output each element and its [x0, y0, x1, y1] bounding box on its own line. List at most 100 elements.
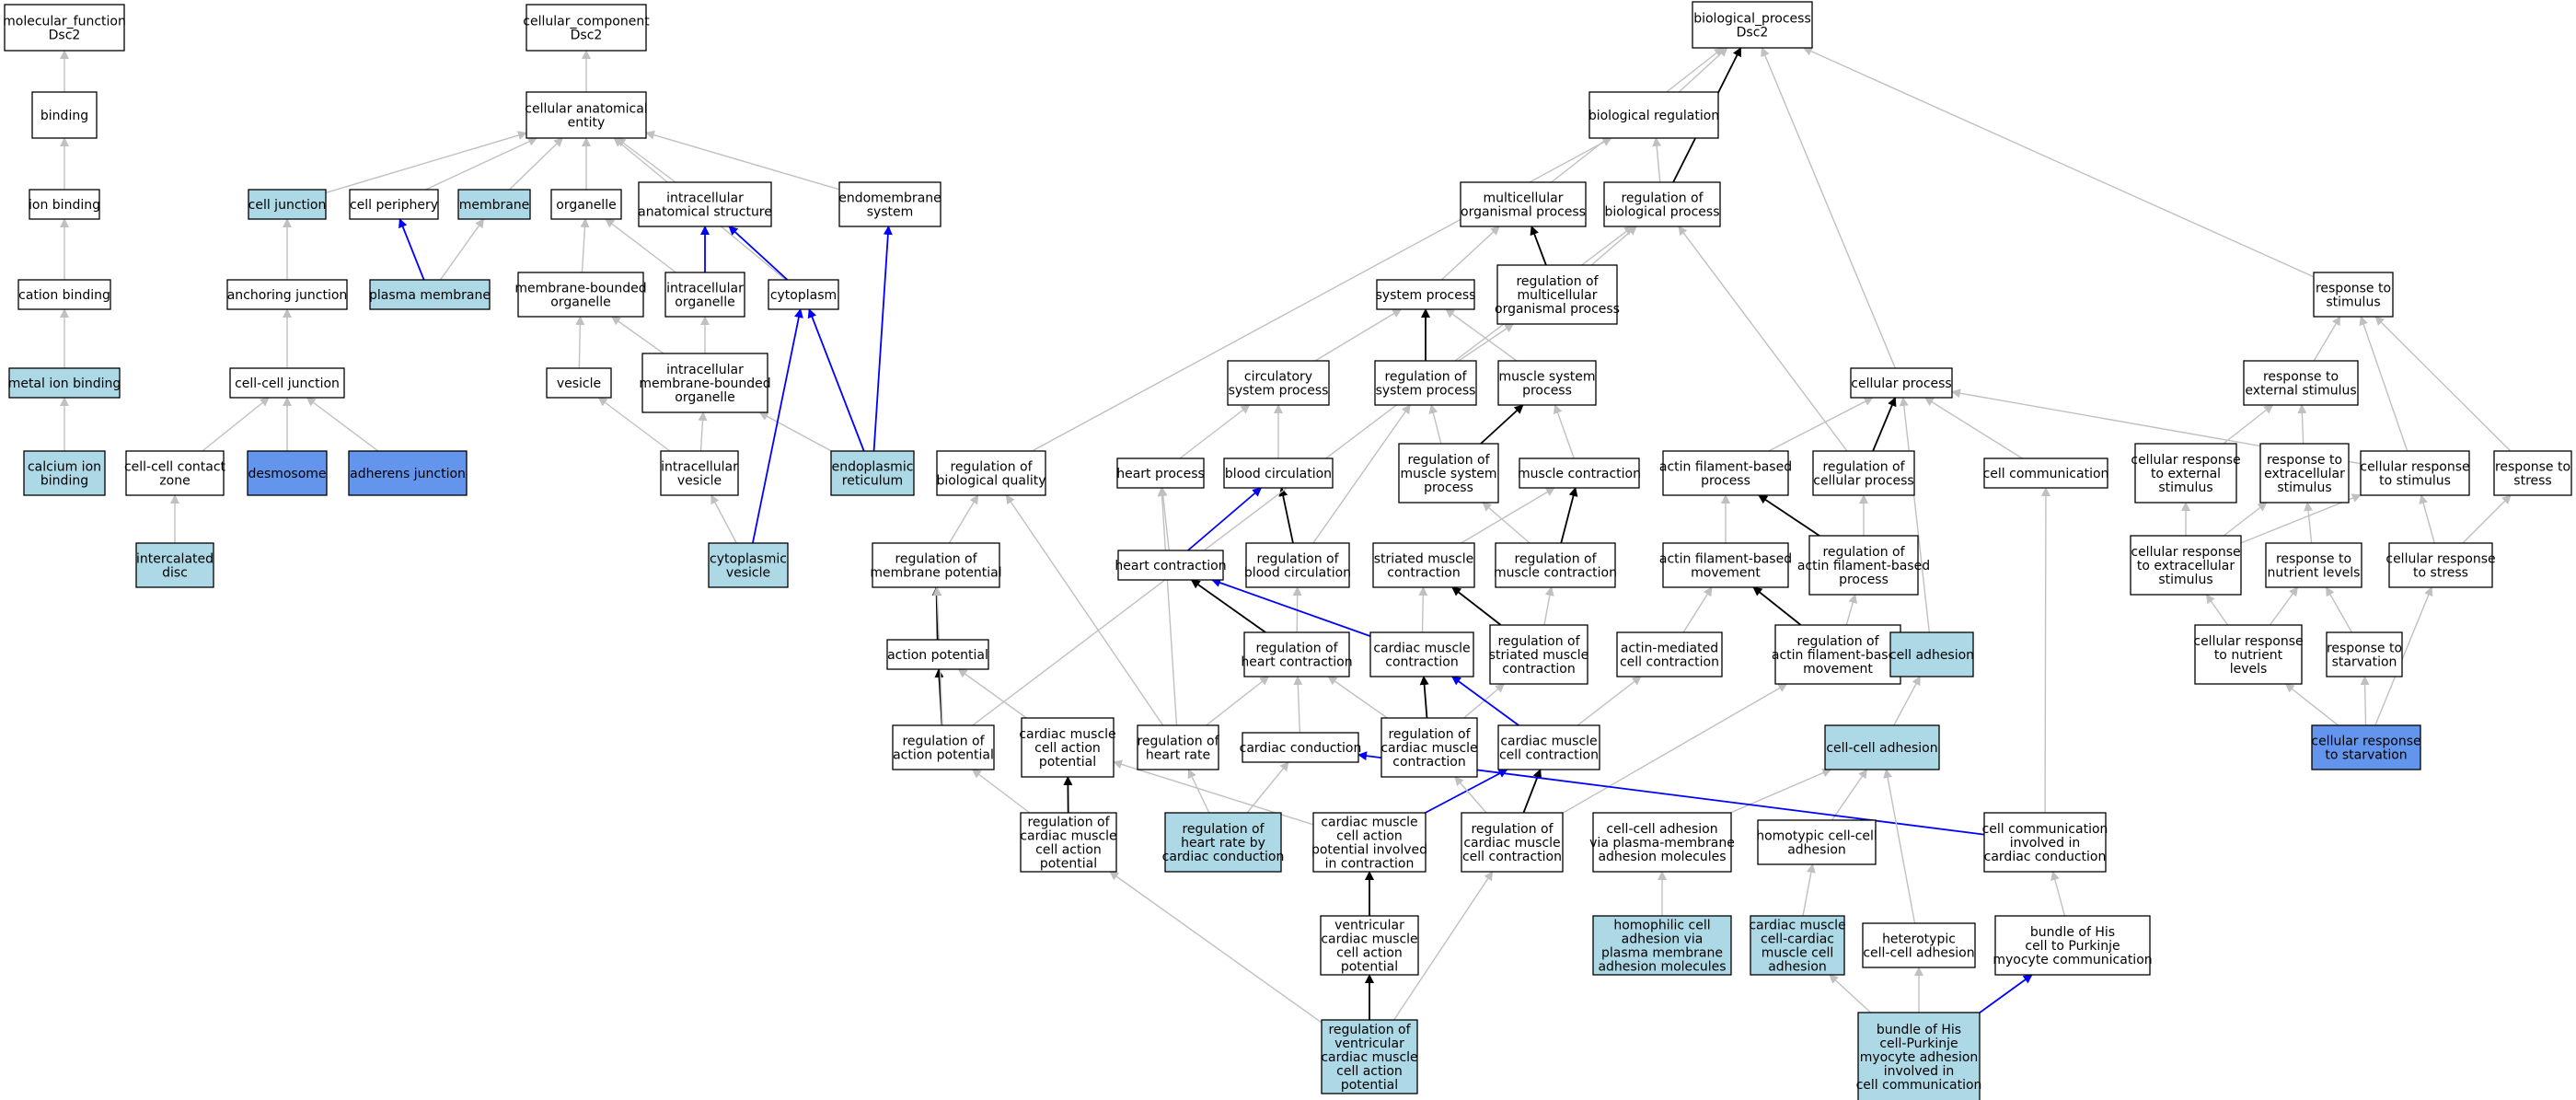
node-desmosome[interactable]: desmosome [247, 450, 328, 496]
edge-reg_blood_circ-to-blood_circ [1278, 487, 1294, 544]
node-anchoring-junction[interactable]: anchoring junction [226, 279, 348, 310]
node-plasma-membrane[interactable]: plasma membrane [369, 279, 491, 310]
node-cardiac-conduction[interactable]: cardiac conduction [1240, 732, 1362, 763]
node-binding[interactable]: binding [31, 91, 98, 139]
node-cell-periphery[interactable]: cell periphery [349, 189, 439, 220]
node-cca[interactable]: cell-cell adhesion [1824, 724, 1940, 770]
node-vesicle[interactable]: vesicle [546, 367, 612, 399]
node-action-potential[interactable]: action potential [886, 639, 989, 670]
node-label-line: response to [2276, 552, 2351, 567]
node-ccj[interactable]: cell-cell junction [229, 367, 345, 399]
node-membrane[interactable]: membrane [457, 189, 531, 220]
node-heart-process[interactable]: heart process [1116, 457, 1205, 489]
node-heart-contraction[interactable]: heart contraction [1115, 550, 1227, 581]
node-cytoplasm[interactable]: cytoplasm [768, 279, 839, 310]
node-metal-ion-binding[interactable]: metal ion binding [8, 367, 121, 399]
node-muscle-contraction[interactable]: muscle contraction [1518, 457, 1641, 489]
node-system-process[interactable]: system process [1376, 279, 1476, 310]
node-cellular-process[interactable]: cellular process [1850, 367, 1953, 399]
node-ion-binding[interactable]: ion binding [29, 189, 100, 220]
node-label-line: cell-cell adhesion [1863, 946, 1974, 961]
node-box [526, 91, 647, 139]
node-box [2388, 542, 2493, 588]
edge-cellular_process-to-bp [1761, 47, 1896, 369]
node-cell-junction[interactable]: cell junction [248, 189, 327, 220]
node-blood-circ[interactable]: blood circulation [1223, 457, 1334, 489]
node-cell-comm[interactable]: cell communication [1983, 457, 2109, 489]
node-bio-reg[interactable]: biological regulation [1588, 91, 1719, 139]
node-cation-binding[interactable]: cation binding [17, 279, 111, 310]
node-organelle[interactable]: organelle [550, 189, 622, 220]
node-cell-adhesion[interactable]: cell adhesion [1889, 631, 1974, 677]
node-adherens[interactable]: adherens junction [348, 450, 468, 496]
